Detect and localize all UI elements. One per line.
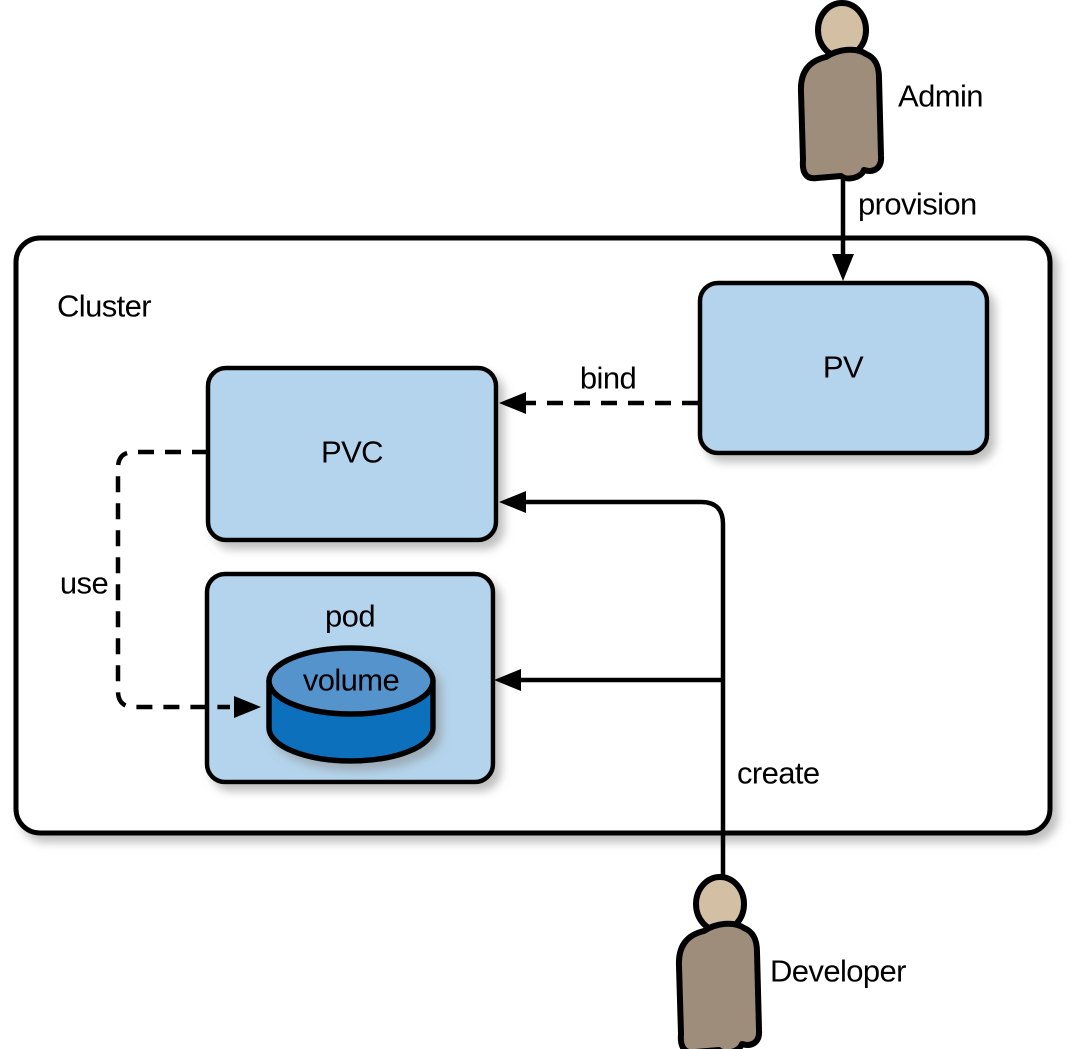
- use-edge: [115, 449, 261, 718]
- bind-edge: [499, 392, 698, 414]
- volume-cylinder-top: [266, 645, 436, 717]
- create-arrowhead-pod: [494, 669, 521, 691]
- bind-arrowhead: [499, 392, 526, 414]
- pv-node: [697, 280, 990, 456]
- create-line-pvc: [526, 499, 726, 879]
- developer-person-icon: [679, 877, 759, 1049]
- volume-cylinder: [266, 645, 436, 764]
- provision-edge-label: provision: [858, 187, 977, 222]
- bind-edge-label: bind: [580, 361, 636, 396]
- admin-person-icon: [801, 3, 881, 178]
- pvc-label: PVC: [321, 435, 383, 470]
- volume-label: volume: [303, 663, 399, 698]
- admin-label: Admin: [898, 79, 983, 114]
- pv-label: PV: [823, 350, 864, 385]
- cluster-label: Cluster: [57, 289, 151, 324]
- provision-arrowhead: [832, 254, 854, 281]
- pod-label: pod: [325, 599, 375, 634]
- create-edge: [494, 491, 726, 879]
- create-edge-label: create: [737, 756, 820, 791]
- use-arrowhead: [234, 696, 261, 718]
- create-arrowhead-pvc: [499, 491, 526, 513]
- developer-label: Developer: [770, 954, 906, 989]
- use-edge-label: use: [60, 566, 108, 601]
- provision-edge: [832, 174, 854, 281]
